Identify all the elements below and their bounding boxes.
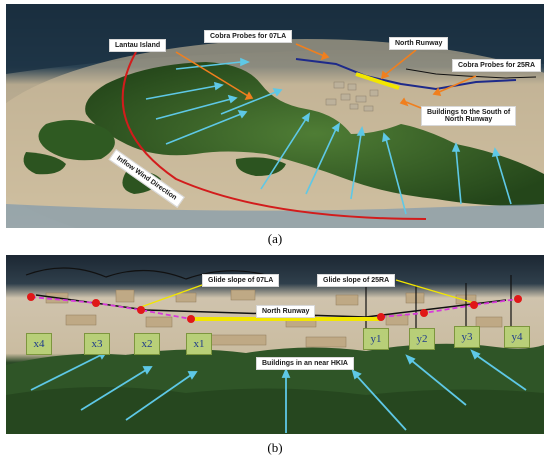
label-buildings-line1: Buildings to the South of [427, 109, 511, 116]
island-west [38, 120, 115, 161]
probe-box-x1: x1 [186, 333, 212, 355]
label-cobra-25ra: Cobra Probes for 25RA [452, 59, 542, 72]
label-buildings-line2: North Runway [444, 116, 493, 123]
glide-slope-07la [30, 296, 192, 320]
probe-box-x2: x2 [134, 333, 160, 355]
panel-b-probe-layout: Glide slope of 07LA Glide slope of 25RA … [6, 255, 544, 434]
cobra-probe-line [295, 58, 517, 91]
forest-shadow [6, 386, 544, 434]
probe-box-y4: y4 [504, 326, 530, 348]
probe-frame [405, 68, 537, 79]
island-small [23, 152, 67, 175]
probe-frames [25, 267, 512, 330]
label-north-runway-a: North Runway [389, 37, 449, 50]
probe-box-y2: y2 [409, 328, 435, 350]
callout-25ra [395, 279, 475, 304]
probe-box-y1: y1 [363, 328, 389, 350]
caption-b: (b) [267, 440, 283, 455]
north-runway-line [355, 72, 400, 90]
inflow-arc [121, 51, 427, 220]
panel-a-floor [6, 204, 544, 228]
panel-a-wind-tunnel-model: Lantau Island Cobra Probes for 07LA Nort… [6, 4, 544, 228]
label-glide-07la: Glide slope of 07LA [202, 274, 280, 287]
lantau-terrain [85, 62, 544, 206]
probe-box-y3: y3 [454, 326, 480, 348]
probe-box-x3: x3 [84, 333, 110, 355]
label-north-runway-b: North Runway [256, 305, 316, 318]
airport-buildings [325, 81, 379, 112]
label-buildings-south: Buildings to the South of North Runway [421, 106, 517, 126]
label-glide-25ra: Glide slope of 25RA [317, 274, 396, 287]
label-buildings-hkia: Buildings in an near HKIA [256, 357, 354, 370]
glide-slope-25ra [380, 298, 519, 318]
probe-dots [27, 293, 522, 323]
label-cobra-07la: Cobra Probes for 07LA [204, 30, 293, 43]
probe-box-x4: x4 [26, 333, 52, 355]
island-mid [235, 157, 286, 176]
label-lantau-island: Lantau Island [109, 39, 167, 52]
wind-arrows [145, 57, 512, 215]
caption-a: (a) [267, 231, 283, 246]
annotation-arrows [175, 43, 477, 115]
